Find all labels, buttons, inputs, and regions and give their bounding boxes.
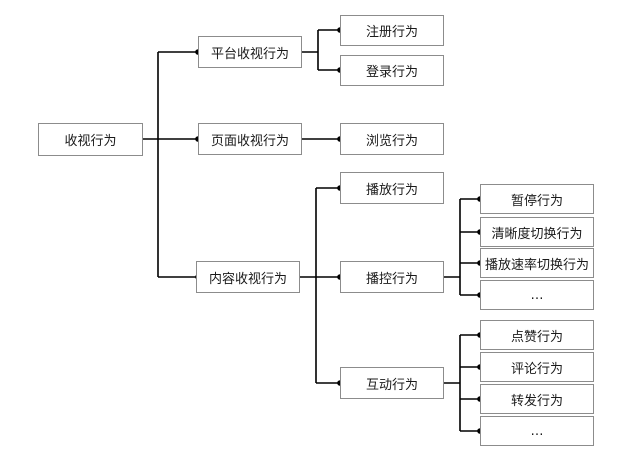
- node-resolution-switch: 清晰度切换行为: [480, 217, 594, 247]
- node-control-more: …: [480, 280, 594, 310]
- connector-content: [300, 187, 340, 384]
- root-node: 收视行为: [38, 123, 143, 156]
- node-interaction: 互动行为: [340, 367, 444, 399]
- node-share: 转发行为: [480, 384, 594, 414]
- node-interaction-more: …: [480, 416, 594, 446]
- node-login: 登录行为: [340, 55, 444, 86]
- node-pause: 暂停行为: [480, 184, 594, 214]
- node-browse: 浏览行为: [340, 123, 444, 155]
- node-speed-switch: 播放速率切换行为: [480, 248, 594, 278]
- connector-interaction: [444, 334, 480, 432]
- node-like: 点赞行为: [480, 320, 594, 350]
- node-playback-control: 播控行为: [340, 261, 444, 293]
- connector-platform: [302, 29, 340, 71]
- node-platform-behavior: 平台收视行为: [198, 36, 302, 68]
- connector-control: [444, 198, 480, 296]
- node-comment: 评论行为: [480, 352, 594, 382]
- node-page-behavior: 页面收视行为: [198, 123, 302, 155]
- node-play: 播放行为: [340, 172, 444, 204]
- node-register: 注册行为: [340, 15, 444, 46]
- connector-root: [143, 51, 198, 278]
- node-content-behavior: 内容收视行为: [196, 261, 300, 293]
